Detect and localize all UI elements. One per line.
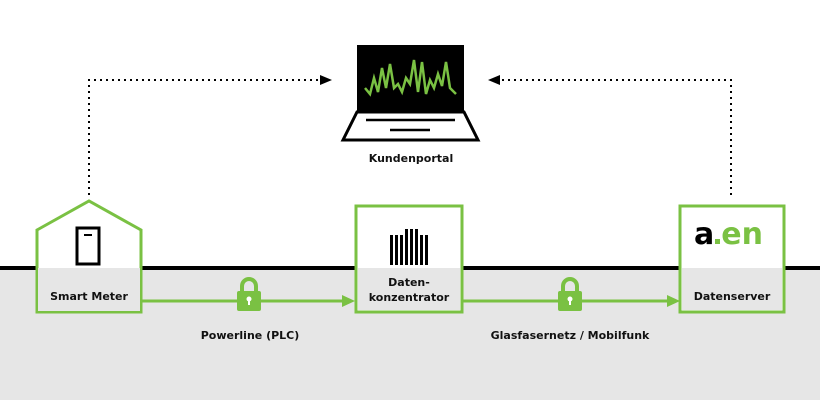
concentrator-box [354,204,464,314]
portal-label: Kundenportal [368,152,454,165]
connection-label-2: Glasfasernetz / Mobilfunk [490,329,650,342]
server-box [678,204,786,314]
lock-icon-1 [237,277,261,311]
laptop-icon [340,45,481,142]
meter-label: Smart Meter [50,290,128,303]
server-label: Datenserver [693,290,771,303]
concentrator-icon [390,229,428,265]
dotted-arrow-meter-to-portal [88,79,322,195]
concentrator-label-1: Daten- [388,276,430,289]
dotted-arrow-server-to-portal [498,79,732,195]
house-meter-icon [35,199,143,314]
connection-label-1: Powerline (PLC) [200,329,300,342]
arrowhead-right [488,75,500,85]
concentrator-label-2: konzentrator [368,291,450,304]
signal-waveform [364,59,457,97]
arrowhead-left [320,75,332,85]
lock-icon-2 [558,277,582,311]
